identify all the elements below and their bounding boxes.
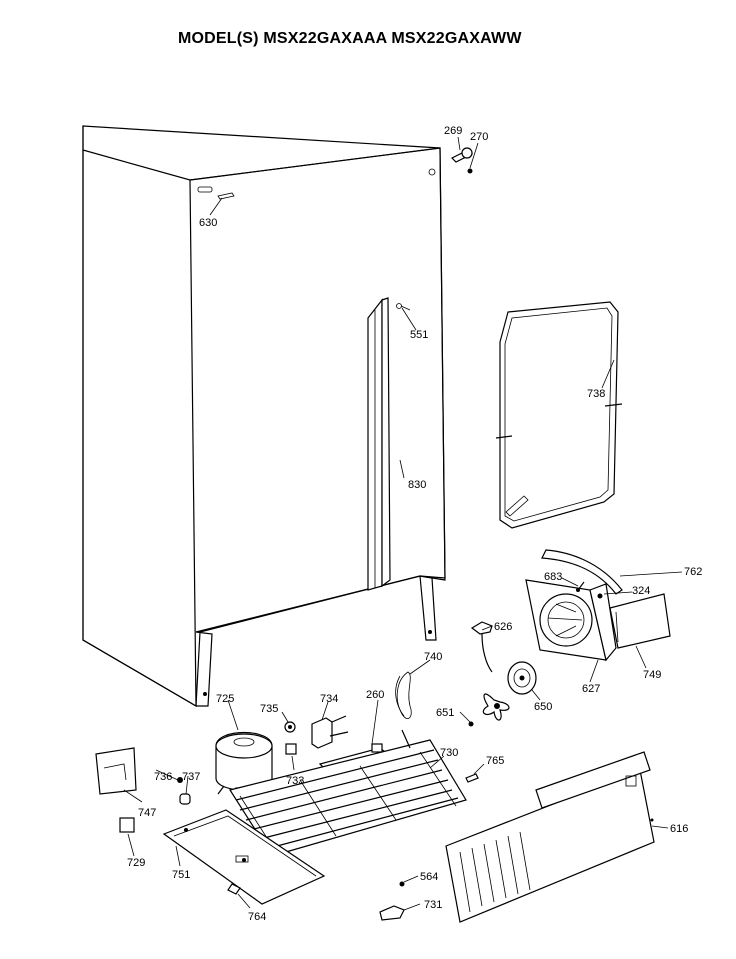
cap-737	[179, 793, 191, 805]
part-labels: 269 270 630 551 738 830 762 683 324 626 …	[127, 125, 702, 923]
compressor	[215, 731, 273, 800]
label-762: 762	[684, 566, 702, 578]
access-panel	[445, 751, 655, 923]
hinge-cam	[450, 147, 474, 174]
fan-motor	[507, 661, 537, 695]
wire-harness	[395, 671, 412, 719]
label-270: 270	[470, 131, 488, 143]
grommet	[284, 721, 296, 733]
label-729: 729	[127, 857, 145, 869]
label-737: 737	[182, 771, 200, 783]
label-551: 551	[410, 329, 428, 341]
door-gasket	[495, 301, 623, 529]
cover-plate	[597, 593, 671, 649]
hinge-731	[379, 905, 405, 921]
condenser	[229, 729, 467, 857]
label-564: 564	[420, 871, 438, 883]
label-740: 740	[424, 651, 442, 663]
start-relay	[311, 715, 349, 749]
label-830: 830	[408, 479, 426, 491]
base-pan	[162, 809, 326, 905]
label-764: 764	[248, 911, 266, 923]
fan-blade	[468, 693, 510, 727]
label-749: 749	[643, 669, 661, 681]
overload-relay	[285, 743, 297, 755]
clip-765	[465, 773, 479, 783]
mounting-bracket	[95, 747, 137, 795]
label-765: 765	[486, 755, 504, 767]
terminal-729	[119, 817, 135, 833]
label-747: 747	[138, 807, 156, 819]
label-324: 324	[632, 585, 650, 597]
label-630: 630	[199, 217, 217, 229]
diagram-title: MODEL(S) MSX22GAXAAA MSX22GAXAWW	[178, 30, 522, 47]
label-731: 731	[424, 899, 442, 911]
cabinet	[82, 125, 446, 708]
label-260: 260	[366, 689, 384, 701]
label-736: 736	[154, 771, 172, 783]
drain-trough	[541, 549, 623, 595]
leader-lines	[123, 136, 683, 911]
screw-564	[399, 881, 405, 887]
fan-shroud	[525, 579, 617, 662]
label-627: 627	[582, 683, 600, 695]
label-683: 683	[544, 571, 562, 583]
screw-736	[177, 777, 183, 783]
label-616: 616	[670, 823, 688, 835]
label-735: 735	[260, 703, 278, 715]
label-725: 725	[216, 693, 234, 705]
label-730: 730	[440, 747, 458, 759]
label-651: 651	[436, 707, 454, 719]
label-650: 650	[534, 701, 552, 713]
label-626: 626	[494, 621, 512, 633]
label-269: 269	[444, 125, 462, 137]
fan-bracket	[470, 621, 493, 673]
label-751: 751	[172, 869, 190, 881]
clip-764	[227, 883, 241, 895]
clip	[577, 581, 585, 591]
label-733: 733	[286, 775, 304, 787]
label-734: 734	[320, 693, 338, 705]
label-738: 738	[587, 388, 605, 400]
